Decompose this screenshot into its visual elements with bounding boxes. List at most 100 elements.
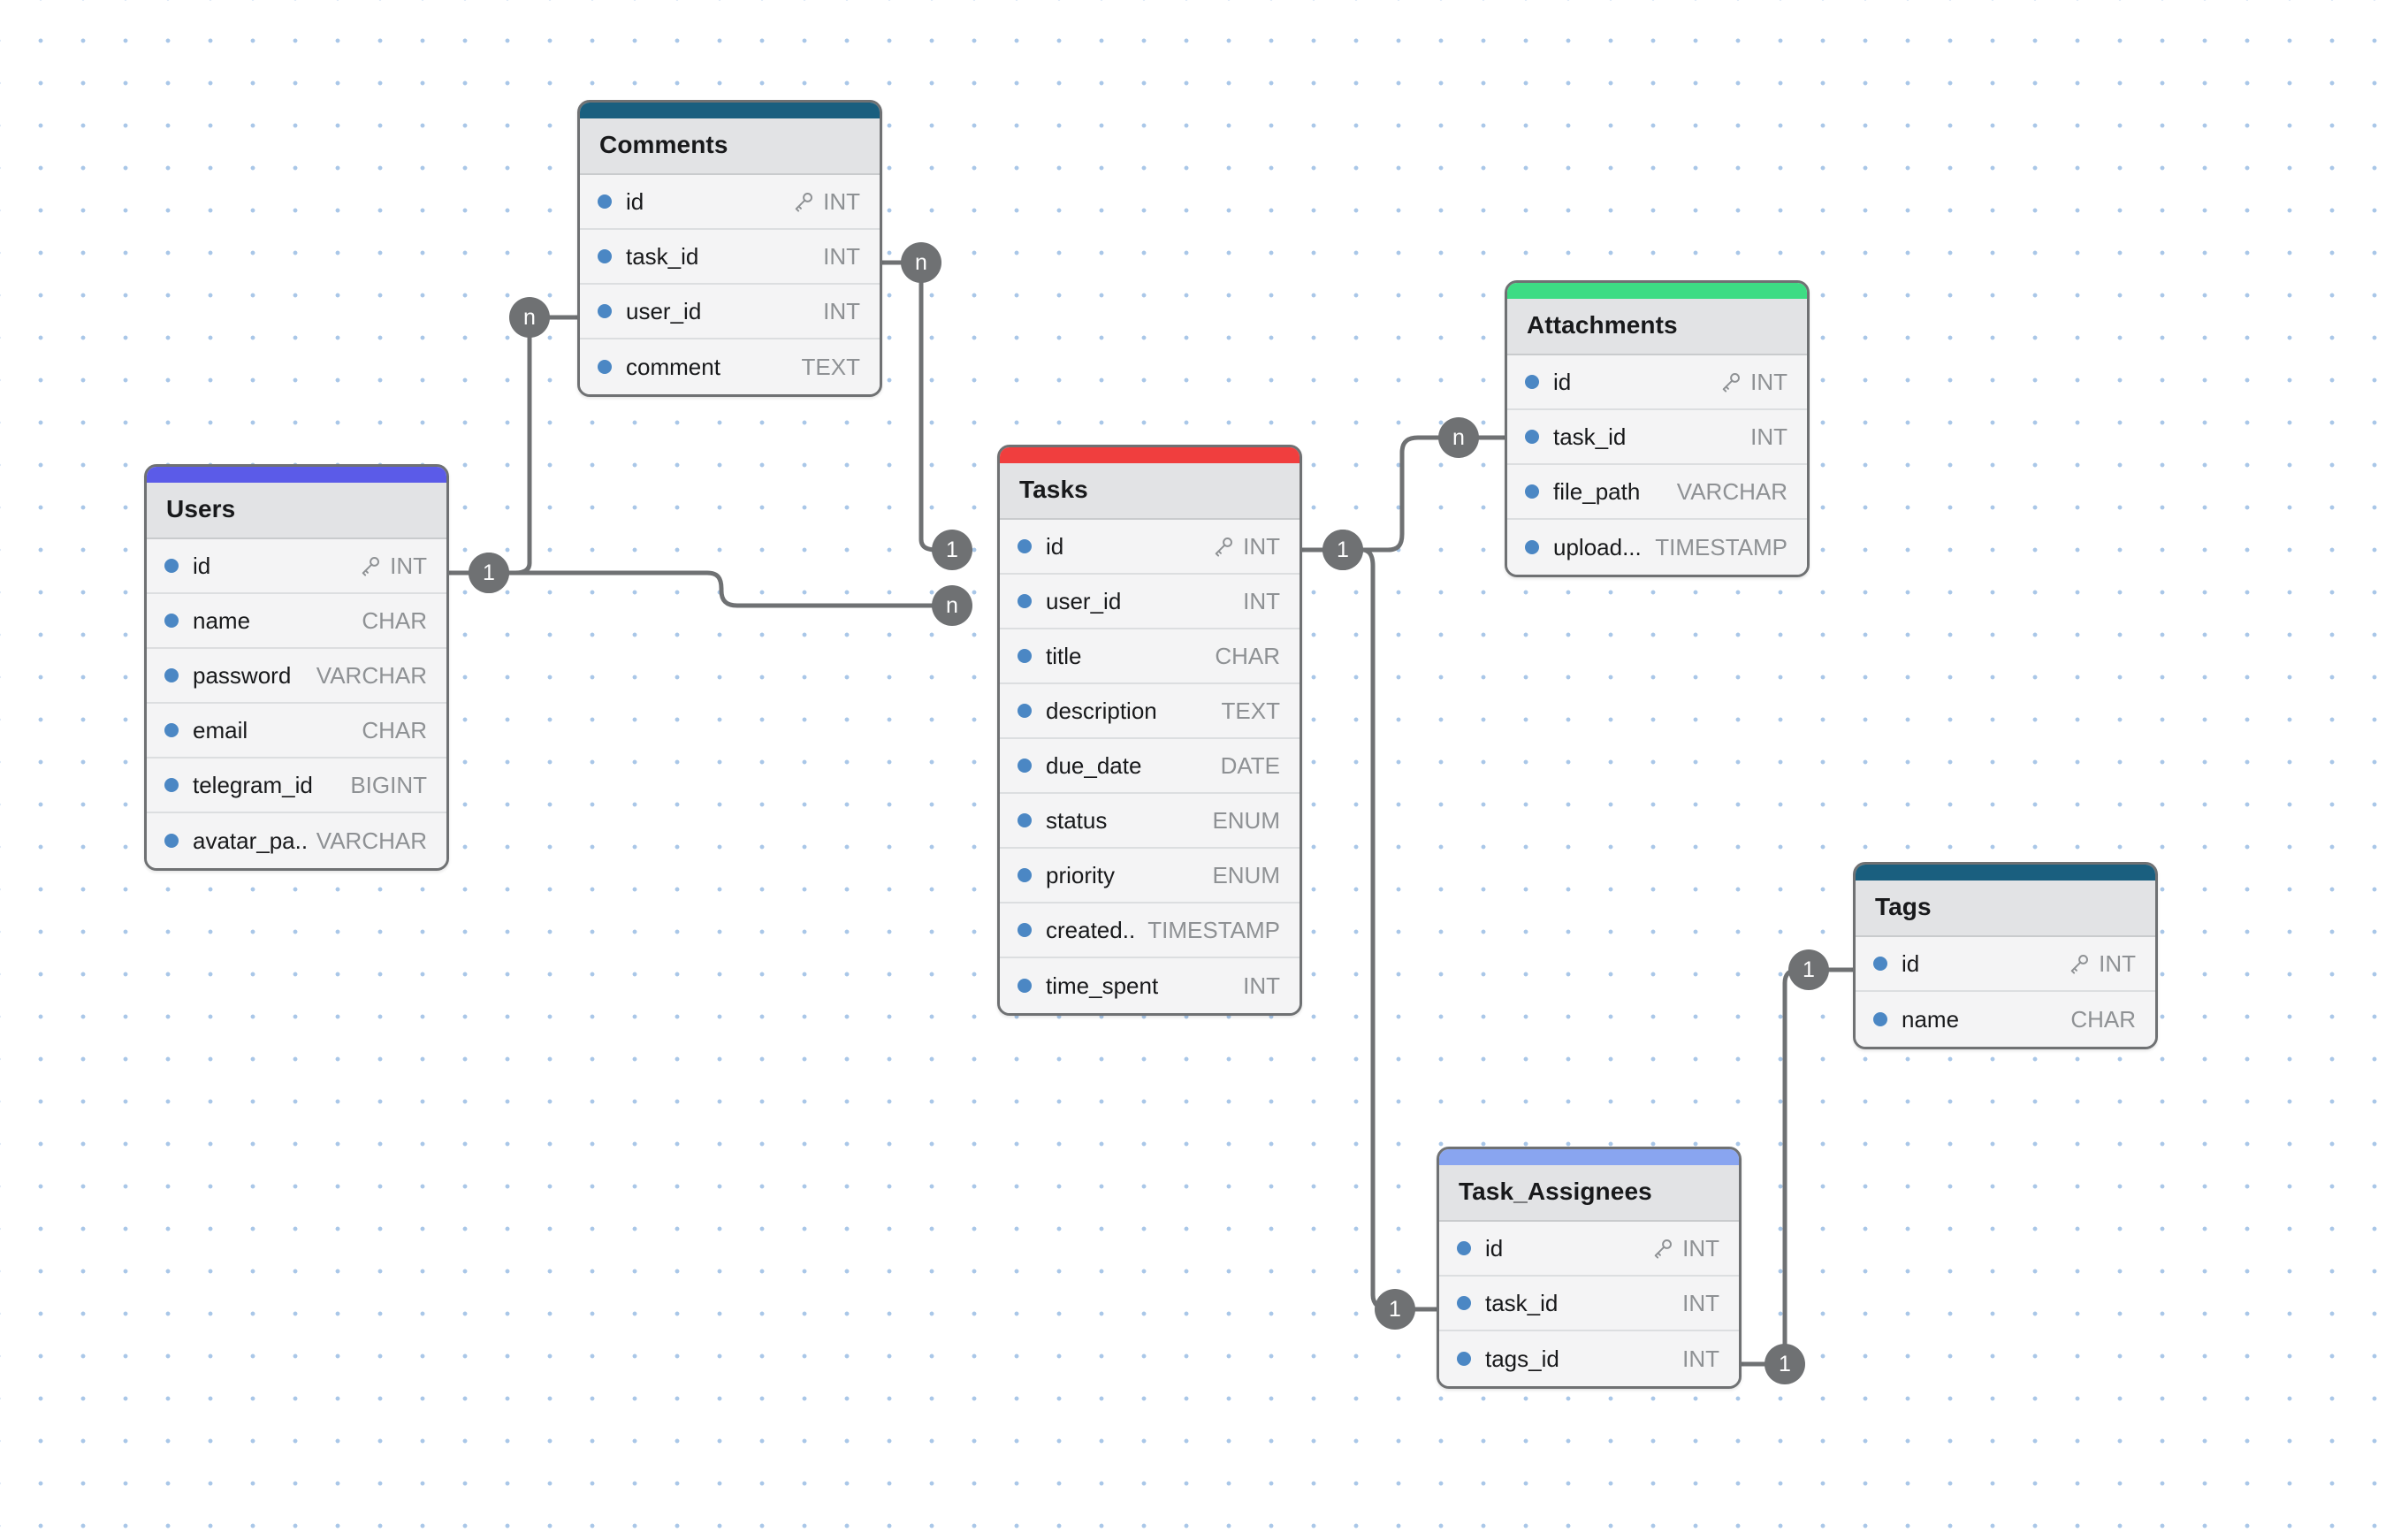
entity-accent-bar <box>580 103 880 118</box>
entity-accent-bar <box>147 467 446 483</box>
field-type: INT <box>1243 587 1280 614</box>
entity-field-row[interactable]: id INT <box>1439 1222 1739 1277</box>
field-type: TIMESTAMP <box>1655 533 1787 560</box>
field-bullet-icon <box>598 304 612 318</box>
cardinality-badge: 1 <box>1765 1344 1805 1384</box>
field-meta: INT <box>792 188 860 216</box>
field-bullet-icon <box>1457 1352 1471 1366</box>
field-bullet-icon <box>1525 430 1539 444</box>
field-meta: ENUM <box>1212 862 1280 889</box>
field-meta: CHAR <box>362 607 427 635</box>
primary-key-icon <box>1722 373 1741 393</box>
field-name: name <box>1902 1005 1960 1033</box>
field-bullet-icon <box>1457 1241 1471 1255</box>
field-meta: ENUM <box>1212 807 1280 835</box>
entity-title: Attachments <box>1507 299 1807 355</box>
field-name: comment <box>626 353 720 380</box>
field-meta: TIMESTAMP <box>1655 534 1787 561</box>
cardinality-badge: 1 <box>1375 1289 1415 1330</box>
relationship-line-users-id__tasks-user_id[interactable] <box>449 570 952 608</box>
field-name: title <box>1046 642 1082 669</box>
entity-field-row[interactable]: name CHAR <box>1856 992 2155 1047</box>
field-name: id <box>193 552 211 579</box>
field-meta: BIGINT <box>350 772 427 799</box>
relationship-line-comments-task_id__tasks-id[interactable] <box>882 260 952 553</box>
entity-field-row[interactable]: avatar_pa...VARCHAR <box>147 813 446 868</box>
cardinality-badge: 1 <box>1788 949 1829 990</box>
field-bullet-icon <box>1018 704 1032 718</box>
field-type: TIMESTAMP <box>1147 916 1280 943</box>
field-name: password <box>193 661 292 689</box>
field-type: CHAR <box>362 606 427 634</box>
field-type: TEXT <box>801 353 860 380</box>
field-bullet-icon <box>1018 923 1032 937</box>
relationship-line-tasks-id__task_assignees-task_id[interactable] <box>1343 547 1437 1312</box>
entity-field-row[interactable]: upload...TIMESTAMP <box>1507 520 1807 575</box>
cardinality-badge: n <box>509 297 550 338</box>
field-bullet-icon <box>164 559 179 573</box>
entity-field-row[interactable]: telegram_id BIGINT <box>147 759 446 813</box>
field-type: CHAR <box>2070 1005 2136 1033</box>
field-bullet-icon <box>164 668 179 682</box>
field-meta: TEXT <box>1222 698 1280 725</box>
entity-title: Tags <box>1856 881 2155 937</box>
field-bullet-icon <box>1525 375 1539 389</box>
entity-field-row[interactable]: created...TIMESTAMP <box>1000 903 1300 958</box>
field-bullet-icon <box>1018 594 1032 608</box>
field-type: VARCHAR <box>316 827 427 854</box>
field-meta: VARCHAR <box>316 827 427 855</box>
field-meta: INT <box>1651 1235 1719 1262</box>
primary-key-icon <box>362 557 380 576</box>
field-meta: INT <box>1243 972 1280 1000</box>
field-type: INT <box>1682 1289 1719 1316</box>
entity-field-row[interactable]: comment TEXT <box>580 339 880 394</box>
field-bullet-icon <box>1018 649 1032 663</box>
field-type: CHAR <box>362 716 427 743</box>
entity-field-row[interactable]: status ENUM <box>1000 794 1300 849</box>
field-name: id <box>1046 532 1064 560</box>
entity-accent-bar <box>1856 865 2155 881</box>
field-bullet-icon <box>1873 1012 1887 1026</box>
cardinality-badge: 1 <box>469 553 509 593</box>
field-name: telegram_id <box>193 771 313 798</box>
entity-accent-bar <box>1439 1149 1739 1165</box>
field-name: id <box>1485 1234 1504 1262</box>
field-bullet-icon <box>164 614 179 628</box>
field-meta: INT <box>1243 588 1280 615</box>
field-name: status <box>1046 806 1108 834</box>
field-name: id <box>1902 949 1920 977</box>
field-name: due_date <box>1046 751 1142 779</box>
field-meta: INT <box>1750 423 1787 451</box>
relationship-line-users-id__comments-user_id[interactable] <box>489 315 577 576</box>
cardinality-badge: n <box>901 242 941 283</box>
relationship-line-tags-id__task_assignees-tags_id[interactable] <box>1742 967 1853 1367</box>
field-meta: VARCHAR <box>1677 478 1787 506</box>
